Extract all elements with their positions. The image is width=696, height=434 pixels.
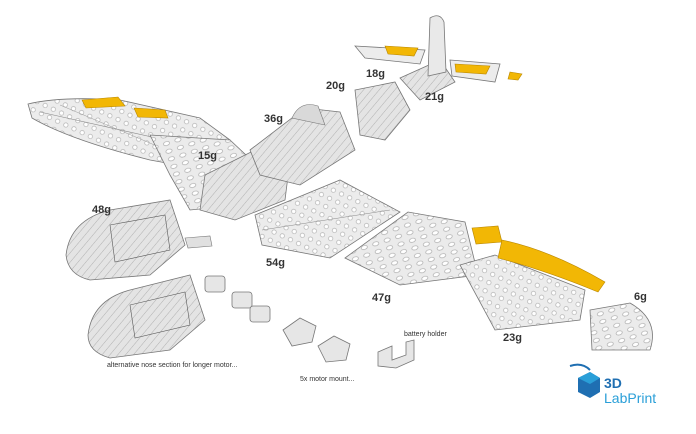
left-aileron: [81, 96, 169, 119]
right-aileron: [471, 225, 606, 293]
brand-logo: 3D LabPrint: [604, 376, 656, 406]
vertical-stabilizer: [427, 15, 447, 77]
weight-label-cockpit: 36g: [264, 113, 283, 125]
caption-battery-holder: battery holder: [404, 331, 447, 338]
weight-label-nose: 48g: [92, 204, 111, 216]
weight-label-wing-mid: 47g: [372, 292, 391, 304]
weight-label-wing-tip: 6g: [634, 291, 647, 303]
caption-alternative-nose: alternative nose section for longer moto…: [107, 362, 238, 369]
right-wing-mid-section: [344, 211, 479, 286]
weight-label-wing-outer: 23g: [503, 332, 522, 344]
brand-line-1: 3D: [604, 375, 622, 391]
motor-mount-parts: [204, 275, 351, 363]
brand-line-2: LabPrint: [604, 390, 657, 406]
weight-label-mid-fuselage: 20g: [326, 80, 345, 92]
nose-section: [65, 199, 213, 281]
fuselage-cockpit-section: [249, 104, 356, 186]
right-wing-tip: [589, 302, 653, 351]
battery-holder-part: [377, 339, 415, 369]
weight-label-wing-root: 54g: [266, 257, 285, 269]
alternative-nose-section: [87, 274, 206, 359]
right-wing-outer-section: [459, 254, 586, 331]
weight-label-left-wing: 15g: [198, 150, 217, 162]
right-wing-root-section: [254, 179, 401, 259]
horizontal-stabilizer-right: [449, 59, 523, 83]
fuselage-mid-section: [354, 81, 411, 141]
labprint-logo-mark: [569, 363, 600, 398]
weight-label-tail-group: 21g: [425, 91, 444, 103]
weight-label-tail-fuselage: 18g: [366, 68, 385, 80]
caption-motor-mount: 5x motor mount...: [300, 376, 355, 383]
horizontal-stabilizer-left: [354, 45, 426, 65]
